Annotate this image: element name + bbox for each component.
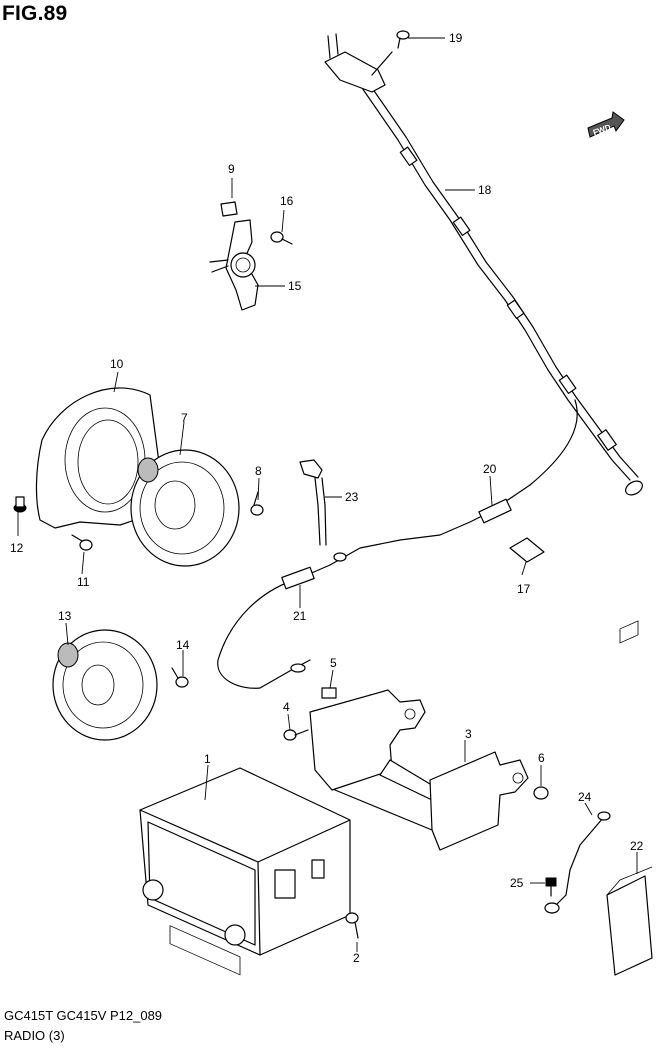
speaker-13: [52, 629, 158, 741]
callout-4: 4: [283, 700, 290, 714]
callout-1: 1: [204, 752, 211, 766]
callout-11: 11: [77, 575, 90, 589]
footer-section-title: RADIO (3): [4, 1028, 65, 1043]
callout-20: 20: [483, 462, 497, 476]
screw-4: [283, 729, 309, 741]
screw-2: [345, 912, 359, 939]
radio-unit-1: [139, 767, 351, 976]
leader-lines: [17, 37, 638, 952]
callout-3: 3: [465, 727, 472, 741]
bolt-25: [545, 877, 557, 897]
callout-6: 6: [538, 751, 545, 765]
callout-7: 7: [181, 411, 188, 425]
manual-22: [606, 620, 653, 976]
fwd-arrow-icon: FWD: [587, 111, 625, 138]
screw-14: [171, 667, 189, 688]
speaker-7: [130, 449, 240, 567]
callout-25: 25: [510, 876, 524, 890]
screw-8: [250, 491, 264, 516]
ground-wire-24: [544, 811, 611, 914]
antenna-cable: [324, 33, 643, 496]
bracket-3: [309, 689, 529, 851]
bracket-15: [209, 219, 259, 311]
bolt-12: [13, 496, 27, 513]
callout-13: 13: [58, 609, 72, 623]
callout-23: 23: [345, 490, 359, 504]
callout-24: 24: [578, 790, 592, 804]
band-23: [299, 459, 327, 546]
callout-8: 8: [255, 464, 262, 478]
callout-5: 5: [330, 656, 337, 670]
callout-9: 9: [228, 162, 235, 176]
callout-17: 17: [517, 582, 531, 596]
nut-5: [321, 687, 337, 699]
callout-16: 16: [280, 194, 294, 208]
figure-title: FIG.89: [2, 2, 68, 25]
screw-19: [396, 30, 410, 49]
callout-14: 14: [176, 638, 190, 652]
callout-12: 12: [10, 541, 24, 555]
callout-2: 2: [353, 951, 360, 965]
callout-21: 21: [293, 609, 307, 623]
label-17: [509, 537, 545, 563]
callout-15: 15: [288, 279, 302, 293]
callout-18: 18: [478, 183, 492, 197]
clip-9: [220, 201, 238, 217]
screw-11: [71, 534, 93, 551]
screw-16: [270, 231, 293, 245]
callout-19: 19: [449, 31, 463, 45]
footer-model-code: GC415T GC415V P12_089: [4, 1008, 163, 1023]
callout-10: 10: [110, 357, 124, 371]
callout-22: 22: [630, 839, 644, 853]
nut-6: [533, 786, 549, 800]
harness-20-21: [217, 484, 531, 689]
